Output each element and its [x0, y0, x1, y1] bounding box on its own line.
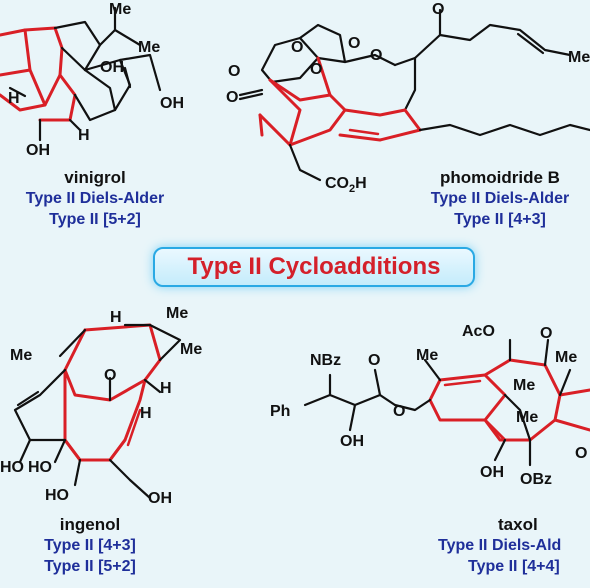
phomoidride-label-group: phomoidride B Type II Diels-Alder Type I…: [400, 168, 590, 230]
vinigrol-oh-1: OH: [100, 59, 124, 76]
taxol-obz: OBz: [520, 471, 552, 488]
vinigrol-oh-2: OH: [160, 95, 184, 112]
ingenol-ho-3: HO: [45, 487, 69, 504]
reaction-type: Type II Diels-Ald: [438, 537, 562, 554]
ingenol-oh: OH: [148, 490, 172, 507]
taxol-structure: [303, 338, 590, 467]
vinigrol-label-group: vinigrol Type II Diels-Alder Type II [5+…: [0, 168, 190, 230]
compound-name: vinigrol: [64, 168, 126, 187]
phomo-me: Me: [568, 49, 590, 66]
ingenol-structure: [13, 323, 182, 500]
phomo-co2h: CO2H: [325, 175, 367, 195]
ingenol-h-3: H: [140, 405, 152, 422]
taxol-me-2: Me: [555, 349, 577, 366]
phomo-o-5: O: [370, 47, 382, 64]
taxol-oh-1: OH: [340, 433, 364, 450]
taxol-o-3: O: [540, 325, 552, 342]
reaction-type: Type II [5+2]: [49, 211, 141, 228]
ingenol-h-2: H: [160, 380, 172, 397]
reaction-type: Type II Diels-Alder: [430, 190, 570, 207]
taxol-me-3: Me: [513, 377, 535, 394]
ingenol-label-group: ingenol Type II [4+3] Type II [5+2]: [0, 515, 180, 577]
vinigrol-h-1: H: [8, 90, 20, 107]
vinigrol-oh-3: OH: [26, 142, 50, 159]
phomoidride-structure: [238, 8, 590, 182]
ingenol-me-2: Me: [180, 341, 202, 358]
reaction-type: Type II [5+2]: [44, 558, 136, 575]
taxol-me-1: Me: [416, 347, 438, 364]
vinigrol-me-1: Me: [109, 1, 131, 18]
phomo-o-1: O: [291, 39, 303, 56]
taxol-me-4: Me: [516, 409, 538, 426]
reaction-type: Type II Diels-Alder: [25, 190, 165, 207]
phomo-o-6: O: [432, 1, 444, 18]
phomo-o-7: O: [226, 89, 238, 106]
ingenol-o: O: [104, 367, 116, 384]
taxol-oh-2: OH: [480, 464, 504, 481]
title-banner: Type II Cycloadditions: [153, 247, 475, 287]
reaction-type: Type II [4+4]: [468, 558, 560, 575]
phomo-o-2: O: [348, 35, 360, 52]
vinigrol-h-2: H: [78, 127, 90, 144]
ingenol-h-1: H: [110, 309, 122, 326]
vinigrol-me-2: Me: [138, 39, 160, 56]
ingenol-ho-2: HO: [28, 459, 52, 476]
reaction-type: Type II [4+3]: [44, 537, 136, 554]
phomo-o-4: O: [310, 61, 322, 78]
ingenol-ho-1: HO: [0, 459, 24, 476]
reaction-type: Type II [4+3]: [454, 211, 546, 228]
vinigrol-structure: [0, 6, 162, 142]
taxol-label-group: taxol Type II Diels-Ald Type II [4+4]: [430, 515, 590, 577]
taxol-aco: AcO: [462, 323, 495, 340]
compound-name: ingenol: [59, 515, 121, 534]
taxol-o-2: O: [393, 403, 405, 420]
phomo-o-3: O: [228, 63, 240, 80]
taxol-o-4: O: [575, 445, 587, 462]
taxol-o-1: O: [368, 352, 380, 369]
ingenol-me-3: Me: [10, 347, 32, 364]
compound-name: phomoidride B: [440, 168, 560, 187]
compound-name: taxol: [498, 515, 538, 534]
ingenol-me-1: Me: [166, 305, 188, 322]
taxol-ph: Ph: [270, 403, 290, 420]
taxol-nbz: NBz: [310, 352, 341, 369]
